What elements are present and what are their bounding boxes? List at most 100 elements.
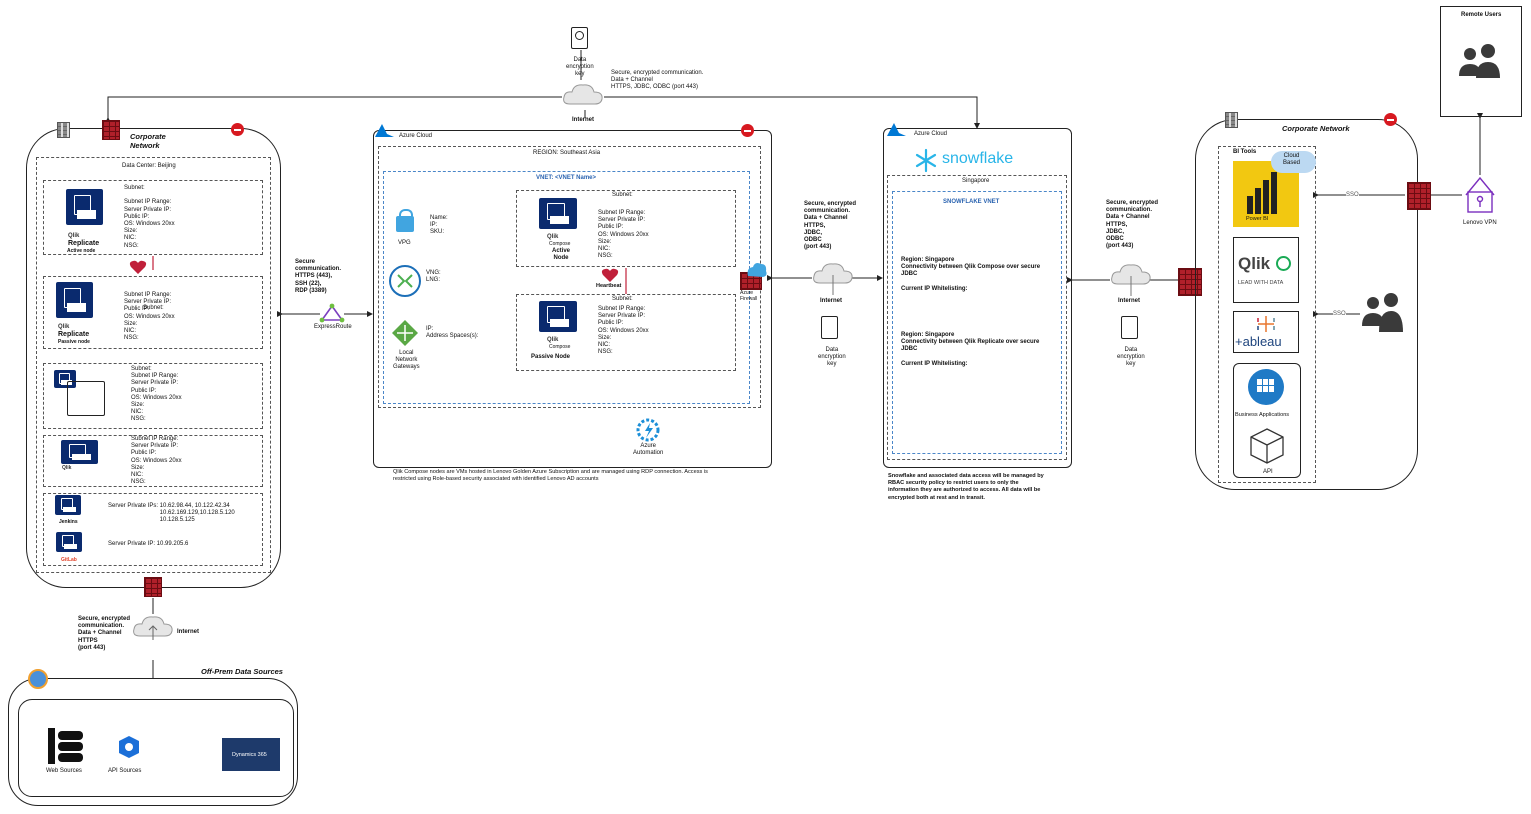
snow-block-1: Region: Singapore Connectivity between Q… xyxy=(901,257,1041,292)
server-icon xyxy=(55,495,81,515)
replicate-role: Passive node xyxy=(58,339,90,345)
qlik-q-icon xyxy=(1276,256,1291,271)
snow-region-box xyxy=(887,175,1067,460)
subnet-box-4 xyxy=(43,435,263,487)
bizapps-tile xyxy=(1233,363,1301,478)
replicate-logo: Qlik xyxy=(58,324,70,330)
stop-icon xyxy=(231,123,244,136)
compose-logo: Qlik xyxy=(547,337,559,343)
snow-vnet-box xyxy=(892,191,1062,454)
snowflake-container xyxy=(883,128,1072,468)
replicate-role: Active node xyxy=(67,248,96,254)
internet-cloud-icon xyxy=(1110,262,1152,296)
subnet-box-3 xyxy=(43,363,263,429)
top-internet-label: Internet xyxy=(572,117,595,123)
bottom-internet-label: Internet xyxy=(177,629,200,635)
azure-note: Qlik Compose nodes are VMs hosted in Len… xyxy=(393,469,708,483)
left-link-comm: Secure communication. HTTPS (443), SSH (… xyxy=(295,259,342,294)
compose-label: Compose xyxy=(549,241,571,247)
snowflake-brand: snowflake xyxy=(942,150,1014,167)
sso-label-2: SSO xyxy=(1333,311,1346,319)
server-icon xyxy=(66,189,103,225)
bizapps-grid xyxy=(1257,379,1275,393)
automation-label: Azure Automation xyxy=(633,443,664,457)
top-internet-cloud-icon xyxy=(562,82,604,106)
active-node-fields: Subnet IP Range: Server Private IP: Publ… xyxy=(598,210,649,260)
bottom-comm-text: Secure, encrypted communication. Data + … xyxy=(78,616,131,651)
replicate-logo: Qlik xyxy=(68,233,80,239)
subnet-box-5 xyxy=(43,493,263,566)
vpg-lock-shackle xyxy=(399,209,413,221)
azure-firewall-label: Azure Firewall xyxy=(740,290,758,302)
tableau-tile xyxy=(1233,311,1299,353)
cloud-based-badge xyxy=(1271,151,1316,173)
sso-label-1: SSO xyxy=(1346,192,1359,200)
replicate-name: Replicate xyxy=(58,331,90,338)
firewall-icon xyxy=(144,577,162,597)
cloud-based-label: Cloud Based xyxy=(1283,153,1301,167)
corp-right-container xyxy=(1195,119,1418,490)
remote-users-box xyxy=(1440,6,1522,117)
mid-key-label: Data encryption key xyxy=(818,347,846,368)
subnet-5-ips: Server Private IPs: 10.62.98.44, 10.122.… xyxy=(108,503,235,524)
corp-right-title: Corporate Network xyxy=(1282,124,1350,133)
qlik-tagline: LEAD WITH DATA xyxy=(1238,280,1284,286)
top-key-label: Data encryption key xyxy=(566,57,594,78)
datacenter-box xyxy=(36,157,271,573)
active-node-subnet: Subnet: xyxy=(612,192,633,198)
powerbi-label: Power BI xyxy=(1246,216,1269,222)
api-label: API xyxy=(1263,469,1273,475)
subnet-5-ip: Server Private IP: 10.99.205.6 xyxy=(108,541,189,547)
top-comm-text: Secure, encrypted communication. Data + … xyxy=(611,70,704,91)
windows-vm-icon xyxy=(67,381,105,416)
vpn-label: Lenovo VPN xyxy=(1463,220,1497,226)
subnet-2-fields: Subnet IP Range: Server Private IP: Publ… xyxy=(124,292,175,342)
server-icon xyxy=(539,198,577,229)
corp-left-title: Corporate Network xyxy=(130,132,166,150)
server-icon xyxy=(61,440,98,464)
bi-tools-label: BI Tools xyxy=(1233,149,1257,155)
compose-logo: Qlik xyxy=(62,465,72,471)
vpg-fields: Name: IP: SKU: xyxy=(430,215,448,236)
offprem-title: Off-Prem Data Sources xyxy=(201,667,283,676)
subnet-4-fields: Subnet IP Range: Server Private IP: Publ… xyxy=(131,436,182,486)
subnet-2-label: Subnet: xyxy=(143,305,164,311)
top-key-icon xyxy=(571,27,588,49)
datacenter-label: Data Center: Beijing xyxy=(122,163,176,169)
bi-tools-box xyxy=(1218,146,1316,483)
tableau-brand: +ableau xyxy=(1235,334,1282,349)
server-icon xyxy=(56,282,93,318)
dynamics-logo xyxy=(222,738,280,771)
compose-logo: Qlik xyxy=(547,234,559,240)
snow-region-label: Singapore xyxy=(962,178,990,184)
lock-icon xyxy=(575,31,584,40)
active-node-box xyxy=(516,190,736,267)
vng-fields: VNG: LNG: xyxy=(426,270,441,284)
offprem-inner xyxy=(18,699,294,797)
gitlab-label: GitLab xyxy=(61,557,77,563)
snow-cloud-title: Azure Cloud xyxy=(914,131,948,137)
active-node-name: Active Node xyxy=(552,248,571,262)
passive-node-box xyxy=(516,294,736,371)
firewall-icon xyxy=(1407,182,1431,210)
stop-icon xyxy=(1384,113,1397,126)
passive-node-subnet: Subnet: xyxy=(612,296,633,302)
snow-note: Snowflake and associated data access wil… xyxy=(888,473,1044,501)
stop-icon xyxy=(741,124,754,137)
mid-comm-text: Secure, encrypted communication. Data + … xyxy=(804,201,857,251)
region-label: REGION: Southeast Asia xyxy=(533,150,601,156)
lng-label: Local Network Gateways xyxy=(393,350,420,371)
compose-label: Compose xyxy=(549,344,571,350)
